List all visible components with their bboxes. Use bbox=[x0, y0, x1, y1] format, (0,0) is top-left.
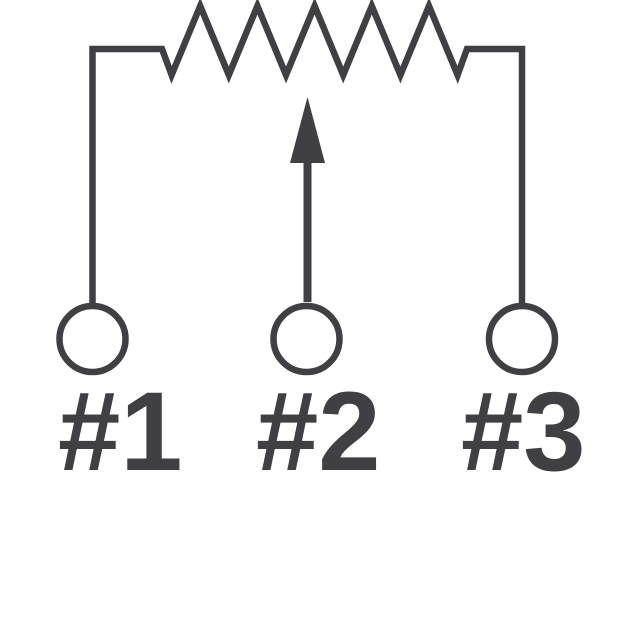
resistor-zigzag bbox=[89, 0, 526, 303]
terminal-label-3: #3 bbox=[461, 369, 586, 494]
terminal-label-2: #2 bbox=[256, 369, 381, 494]
terminal-circle-2 bbox=[270, 302, 343, 376]
terminal-label-1: #1 bbox=[58, 369, 183, 494]
wiper-arrowhead-icon bbox=[290, 97, 325, 163]
terminal-circle-3 bbox=[485, 302, 559, 376]
wiper-arrow bbox=[290, 97, 325, 302]
terminal-circle-1 bbox=[56, 302, 129, 376]
